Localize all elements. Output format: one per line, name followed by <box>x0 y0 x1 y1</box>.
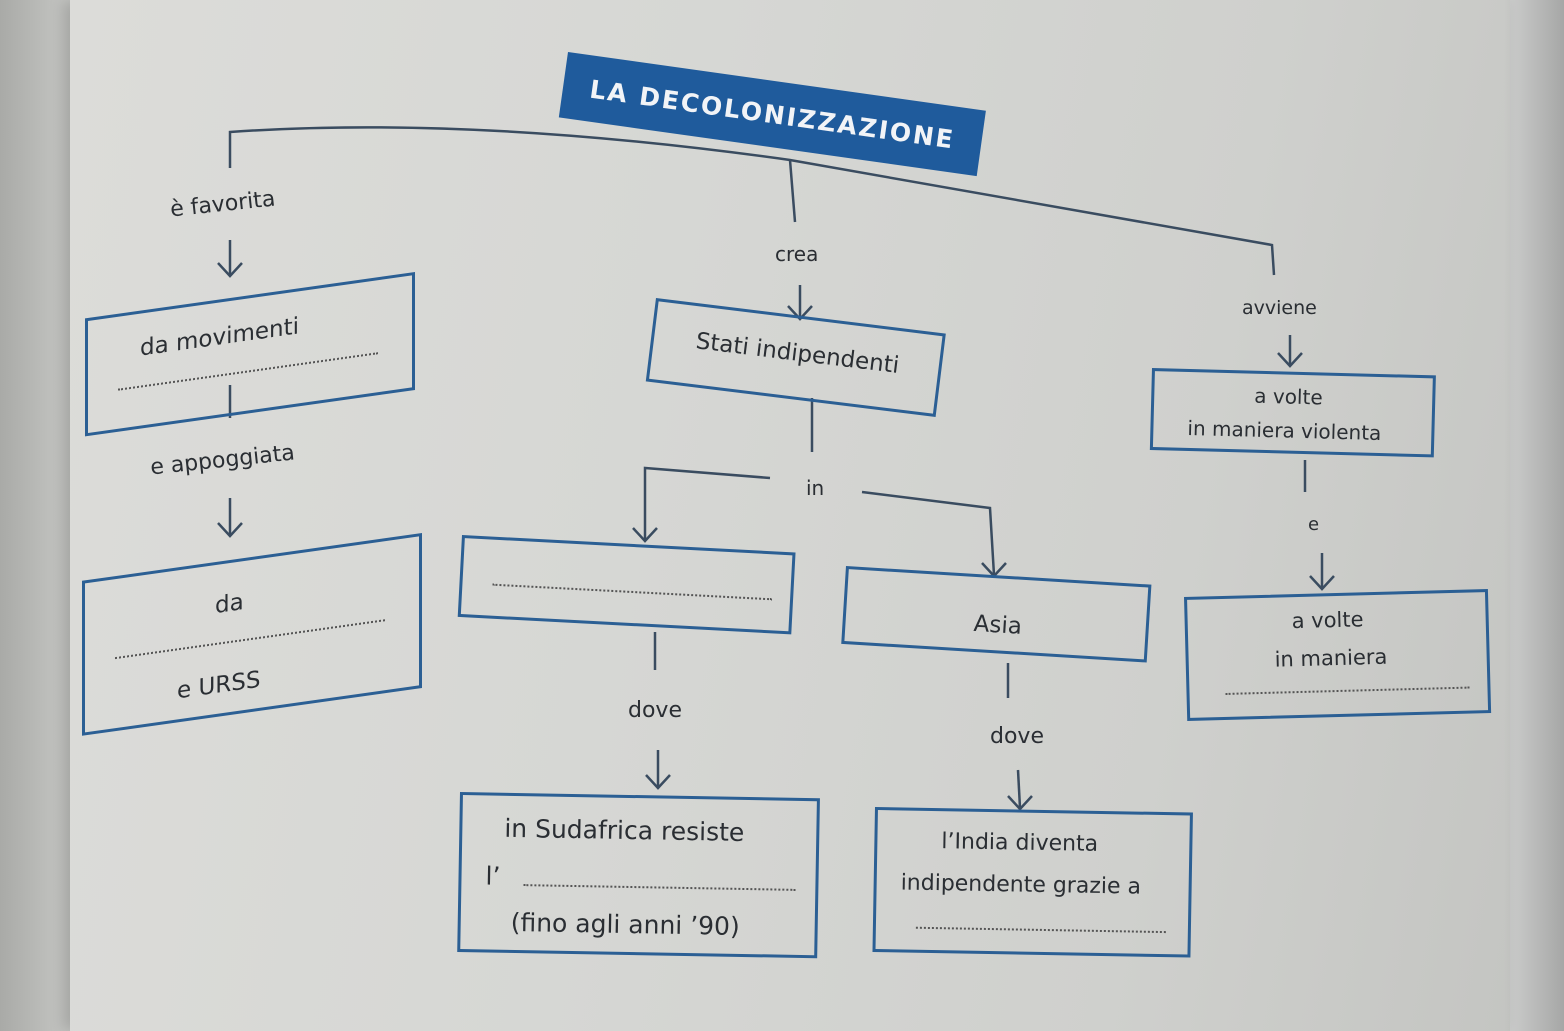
blank-india[interactable] <box>915 926 1166 934</box>
box-india-line1: l’India diventa <box>941 829 1099 857</box>
box-maniera: a volte in maniera <box>1184 589 1492 721</box>
page-shadow <box>1504 0 1564 1031</box>
title-stem <box>788 159 797 223</box>
label-e: e <box>1308 514 1320 535</box>
label-dove-left: dove <box>628 698 682 723</box>
box-stati-text: Stati indipendenti <box>694 328 901 380</box>
box-india-line2: indipendente grazie a <box>900 870 1142 900</box>
blank-maniera[interactable] <box>1225 686 1470 695</box>
box-blank-africa <box>457 535 796 635</box>
box-sudafrica-line1: in Sudafrica resiste <box>504 813 745 847</box>
label-in: in <box>806 476 825 500</box>
box-maniera-line1: a volte <box>1291 607 1364 634</box>
blank-sudafrica[interactable] <box>523 884 796 891</box>
top-bracket <box>228 126 1276 276</box>
blank-africa[interactable] <box>492 583 773 601</box>
label-crea: crea <box>775 242 819 266</box>
box-asia-text: Asia <box>972 610 1023 640</box>
box-india: l’India diventa indipendente grazie a <box>872 807 1193 958</box>
label-dove-right: dove <box>990 724 1044 749</box>
box-violenta-line1: a volte <box>1253 383 1323 410</box>
box-da-text: da <box>215 589 244 620</box>
box-sudafrica-line2: l’ <box>485 861 501 891</box>
box-sudafrica: in Sudafrica resiste l’ (fino agli anni … <box>457 792 820 959</box>
box-movimenti-text: da movimenti <box>140 313 300 362</box>
blank-da[interactable] <box>115 619 385 660</box>
box-violenta-line2: in maniera violenta <box>1187 415 1382 446</box>
book-gutter <box>0 0 70 1031</box>
box-da-urss: e URSS <box>177 666 261 705</box>
box-maniera-line2: in maniera <box>1274 644 1388 672</box>
box-sudafrica-line3: (fino agli anni ’90) <box>510 907 740 941</box>
box-violenta: a volte in maniera violenta <box>1149 368 1436 458</box>
label-avviene: avviene <box>1242 297 1317 319</box>
